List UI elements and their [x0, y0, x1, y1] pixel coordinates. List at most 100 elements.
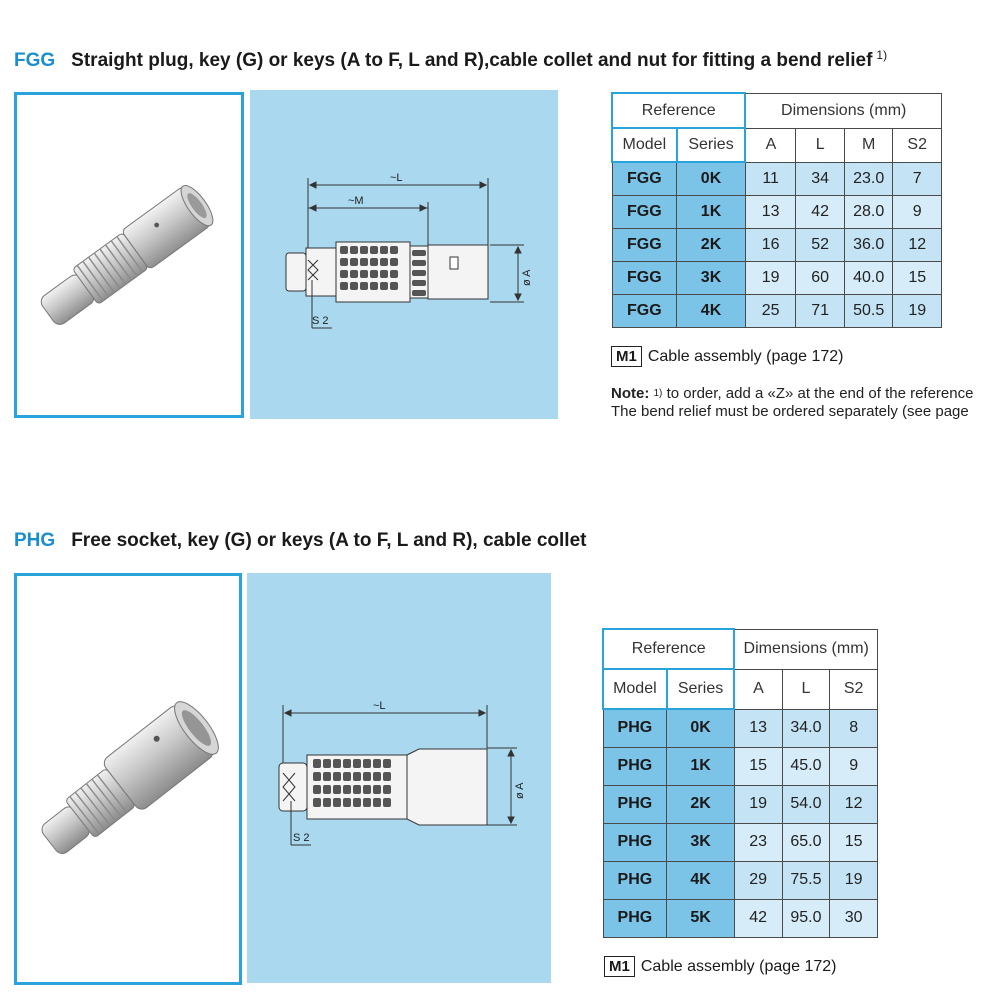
fgg-cell-l: 42	[795, 194, 845, 229]
phg-cell-l: 95.0	[781, 898, 831, 938]
fgg-code: FGG	[14, 50, 56, 71]
phg-cell-series: 1K	[666, 746, 735, 786]
fgg-col-header-l: L	[795, 127, 845, 163]
phg-dim-a-label: ø A	[514, 782, 526, 799]
fgg-cell-model: FGG	[611, 260, 678, 295]
phg-code: PHG	[14, 530, 56, 551]
fgg-cell-m: 23.0	[843, 161, 894, 196]
fgg-dim-s2-label: S 2	[312, 315, 329, 327]
fgg-note-line2: The bend relief must be ordered separate…	[611, 403, 969, 420]
phg-cell-a: 15	[733, 746, 783, 786]
fgg-cell-model: FGG	[611, 227, 678, 262]
fgg-note-sup: 1)	[653, 388, 663, 399]
fgg-title-footnote: 1)	[876, 48, 888, 62]
fgg-cell-m: 28.0	[843, 194, 894, 229]
fgg-m1-tag: M1	[611, 346, 642, 367]
fgg-title-text: Straight plug, key (G) or keys (A to F, …	[71, 50, 873, 71]
fgg-cell-s2: 15	[892, 260, 942, 295]
phg-technical-drawing-icon: ~L ø A S 2	[278, 700, 526, 846]
phg-col-header-series: Series	[665, 668, 736, 710]
phg-cell-model: PHG	[602, 746, 668, 786]
fgg-dim-m-label: ~M	[348, 195, 364, 207]
fgg-dim-l-label: ~L	[390, 172, 403, 184]
phg-reference-header: Reference	[601, 628, 736, 670]
fgg-cell-a: 25	[744, 293, 797, 328]
fgg-cell-series: 2K	[676, 227, 746, 262]
phg-socket-photo-icon	[41, 701, 219, 854]
fgg-technical-drawing-icon: ~L ~M ø A S 2	[285, 172, 533, 329]
phg-cell-series: 0K	[666, 708, 735, 748]
phg-cell-l: 65.0	[781, 822, 831, 862]
phg-cell-series: 3K	[666, 822, 735, 862]
fgg-cell-l: 52	[795, 227, 845, 262]
phg-cell-s2: 9	[829, 746, 878, 786]
phg-cell-model: PHG	[602, 708, 668, 748]
phg-col-header-a: A	[733, 668, 783, 710]
phg-cell-a: 13	[733, 708, 783, 748]
fgg-cell-a: 13	[744, 194, 797, 229]
phg-cell-l: 75.5	[781, 860, 831, 900]
phg-cell-s2: 8	[829, 708, 878, 748]
fgg-cell-series: 1K	[676, 194, 746, 229]
fgg-cell-m: 36.0	[843, 227, 894, 262]
fgg-dimensions-header: Dimensions (mm)	[744, 92, 943, 129]
fgg-col-header-model: Model	[611, 127, 678, 163]
fgg-cell-model: FGG	[611, 293, 678, 328]
phg-dim-s2-label: S 2	[293, 832, 310, 844]
phg-m1-tag: M1	[604, 956, 635, 977]
fgg-cell-m: 40.0	[843, 260, 894, 295]
fgg-reference-header: Reference	[610, 92, 747, 129]
fgg-cell-a: 11	[744, 161, 797, 196]
phg-cell-series: 5K	[666, 898, 735, 938]
fgg-cell-s2: 19	[892, 293, 942, 328]
fgg-cell-a: 19	[744, 260, 797, 295]
fgg-cell-l: 60	[795, 260, 845, 295]
phg-cell-s2: 19	[829, 860, 878, 900]
phg-cell-model: PHG	[602, 860, 668, 900]
fgg-section-title: FGG Straight plug, key (G) or keys (A to …	[14, 48, 888, 72]
fgg-plug-photo-icon	[40, 185, 214, 325]
phg-cell-a: 23	[733, 822, 783, 862]
phg-m1-note: M1 Cable assembly (page 172)	[604, 956, 837, 977]
fgg-cell-s2: 12	[892, 227, 942, 262]
phg-cell-l: 34.0	[781, 708, 831, 748]
phg-col-header-s2: S2	[829, 668, 878, 710]
fgg-note-label: Note:	[611, 385, 650, 402]
phg-cell-series: 2K	[666, 784, 735, 824]
phg-title-text: Free socket, key (G) or keys (A to F, L …	[71, 530, 587, 551]
phg-cell-a: 19	[733, 784, 783, 824]
fgg-dim-a-label: ø A	[521, 269, 533, 286]
phg-section-title: PHG Free socket, key (G) or keys (A to F,…	[14, 530, 586, 552]
fgg-drawing-panel: ~L ~M ø A S 2	[250, 90, 558, 419]
phg-cell-s2: 15	[829, 822, 878, 862]
fgg-cell-l: 71	[795, 293, 845, 328]
fgg-cell-model: FGG	[611, 161, 678, 196]
phg-cell-model: PHG	[602, 822, 668, 862]
phg-cell-a: 42	[733, 898, 783, 938]
phg-cell-s2: 30	[829, 898, 878, 938]
phg-m1-text: Cable assembly (page 172)	[640, 957, 837, 975]
fgg-cell-m: 50.5	[843, 293, 894, 328]
phg-cell-a: 29	[733, 860, 783, 900]
phg-drawing-panel: ~L ø A S 2	[247, 573, 551, 983]
phg-dim-l-label: ~L	[373, 700, 386, 712]
phg-cell-l: 45.0	[781, 746, 831, 786]
fgg-col-header-series: Series	[675, 127, 747, 163]
fgg-cell-series: 4K	[676, 293, 746, 328]
phg-cell-s2: 12	[829, 784, 878, 824]
fgg-col-header-s2: S2	[892, 127, 942, 163]
phg-photo-frame	[14, 573, 242, 985]
fgg-cell-series: 3K	[676, 260, 746, 295]
